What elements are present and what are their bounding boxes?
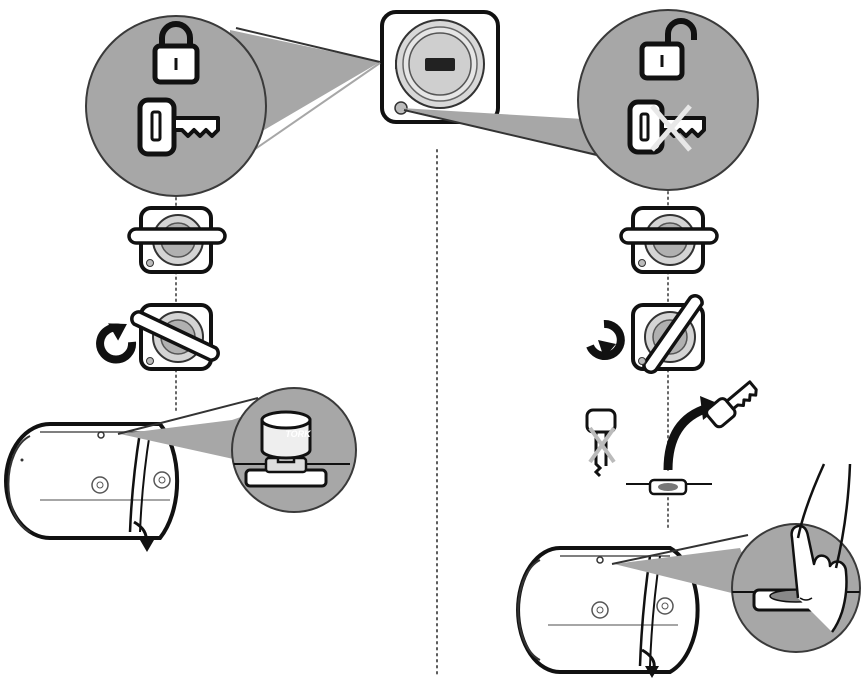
key-removed-icon [585, 380, 758, 496]
rotate-reverse-icon [586, 320, 625, 360]
tork-logo-text: TORK [285, 429, 312, 439]
right-callout-bubble [401, 9, 759, 191]
key-crossed-icon [627, 99, 706, 155]
dispenser-push-button-icon [516, 463, 861, 678]
key-icon [137, 97, 220, 157]
tork-key-inserted-icon: TORK [117, 387, 357, 513]
dispenser-icon [4, 422, 180, 552]
padlock-unlocked-icon [639, 18, 697, 81]
rotate-icon [96, 323, 137, 364]
lock-panel [380, 10, 500, 124]
padlock-locked-icon [152, 21, 200, 85]
lock-knob-turned-icon [130, 303, 220, 371]
left-callout-bubble [85, 15, 381, 197]
lock-knob-vertical-icon [631, 294, 705, 374]
lock-knob-horizontal-icon [619, 206, 719, 274]
lock-knob-horizontal-icon [127, 206, 227, 274]
